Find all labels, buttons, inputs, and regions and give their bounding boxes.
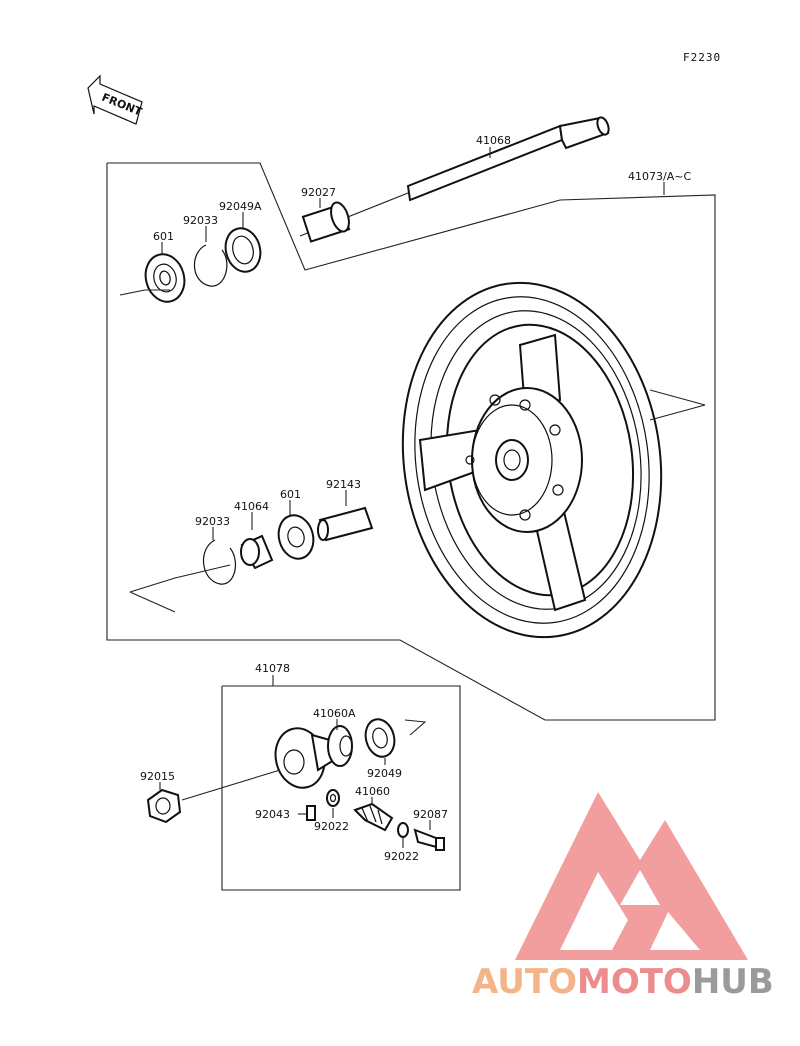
front-label: FRONT <box>100 91 144 119</box>
label-92033-top: 92033 <box>183 214 218 227</box>
gear-41060A <box>327 725 353 767</box>
diagram-code: F2230 <box>683 51 721 64</box>
label-92022-a: 92022 <box>314 820 349 833</box>
label-92022-b: 92022 <box>384 850 419 863</box>
label-92015: 92015 <box>140 770 175 783</box>
washer-92022-a <box>326 789 340 807</box>
label-92143: 92143 <box>326 478 361 491</box>
bushing-92087 <box>413 828 445 851</box>
label-41068: 41068 <box>476 134 511 147</box>
label-41064: 41064 <box>234 500 269 513</box>
label-41060A: 41060A <box>313 707 356 720</box>
nut-92015 <box>146 788 182 824</box>
label-41060: 41060 <box>355 785 390 798</box>
bearing-601-mid <box>277 514 315 560</box>
label-41078: 41078 <box>255 662 290 675</box>
watermark-text: AUTOMOTOHUB <box>472 962 774 1002</box>
seal-92049A <box>224 227 262 273</box>
seal-92049 <box>364 718 396 758</box>
label-601-mid: 601 <box>280 488 301 501</box>
collar-92143 <box>317 506 374 542</box>
bearing-601-top <box>144 253 186 303</box>
frame-gear-assy <box>221 685 461 891</box>
axle <box>299 116 610 237</box>
label-92027: 92027 <box>301 186 336 199</box>
label-601-top: 601 <box>153 230 174 243</box>
wheel-hub <box>465 387 583 533</box>
gear-housing-41078 <box>274 727 336 789</box>
label-92043: 92043 <box>255 808 290 821</box>
watermark-auto: AUTO <box>472 962 577 1002</box>
label-92049: 92049 <box>367 767 402 780</box>
automotohub-logo <box>515 792 748 960</box>
spacer-41064 <box>240 534 274 570</box>
watermark-hub: HUB <box>692 962 774 1002</box>
washer-92022-b <box>397 822 409 838</box>
label-92087: 92087 <box>413 808 448 821</box>
circlip-92033-top <box>193 244 228 287</box>
front-arrow-icon: FRONT <box>87 74 144 125</box>
label-92049A: 92049A <box>219 200 262 213</box>
watermark-moto: MOTO <box>577 962 692 1002</box>
pin-92043 <box>306 805 316 821</box>
label-92033-mid: 92033 <box>195 515 230 528</box>
gear-41060 <box>353 802 394 832</box>
collar-92027 <box>301 201 351 243</box>
label-41073: 41073/A~C <box>628 170 691 183</box>
frame-upper-left <box>106 162 716 721</box>
circlip-92033-mid <box>202 539 237 585</box>
